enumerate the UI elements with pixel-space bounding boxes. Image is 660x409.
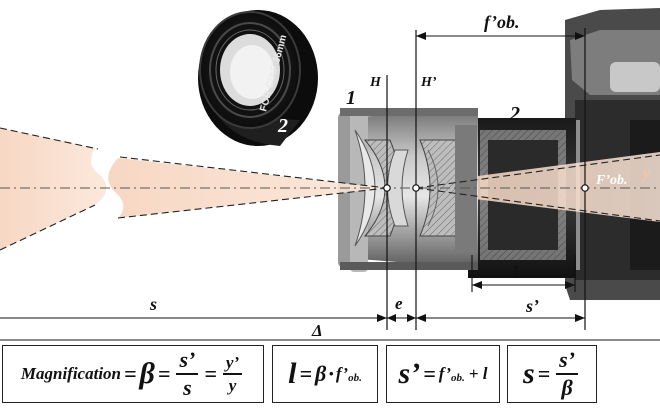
- fraction-denominator: β: [561, 375, 573, 400]
- plane-H-prime-label: H’: [420, 75, 437, 90]
- principal-point-H: [383, 184, 391, 192]
- ray-lines: [0, 127, 660, 251]
- fraction-denominator: s: [183, 375, 192, 400]
- object-distance-dimension: [0, 314, 387, 322]
- fraction-numerator: s’: [176, 349, 199, 375]
- eq-sign: =: [299, 361, 313, 386]
- optics-illustration: FOR C/AF 36mm 2 1 H H’ 2 F’ob. y f’ob. l…: [0, 8, 660, 341]
- plane-separation-label: e: [395, 294, 403, 313]
- beta-symbol: β: [139, 357, 155, 390]
- magnification-formula: Magnification = β = s’ s = y’ y: [2, 345, 264, 403]
- extension-ring-photo: FOR C/AF 36mm 2: [198, 10, 318, 146]
- eq-sign: =: [157, 361, 171, 386]
- ring-number-label: 2: [277, 115, 288, 137]
- eq-sign: =: [124, 361, 137, 386]
- image-height-label: y: [641, 165, 651, 182]
- plane-separation-dimension: [387, 314, 416, 322]
- lens-number-label: 1: [346, 87, 356, 109]
- magnification-word: Magnification: [20, 364, 121, 383]
- eq-sign: =: [423, 361, 436, 386]
- dot-operator: ·: [328, 361, 334, 386]
- principal-point-H-prime: [412, 184, 420, 192]
- fraction-denominator: y: [228, 376, 237, 395]
- image-distance-label: s’: [525, 296, 539, 316]
- image-distance-dimension: [416, 314, 585, 322]
- fraction-numerator: y’: [222, 354, 243, 375]
- focal-length-label: f’ob.: [484, 12, 519, 32]
- s-symbol: s: [522, 357, 535, 390]
- f-prime-symbol: f’: [438, 364, 452, 383]
- fraction-s-prime-over-beta: s’ β: [556, 349, 579, 400]
- object-distance-formula: s = s’ β: [507, 345, 597, 403]
- image-beam: [387, 152, 660, 222]
- focal-length-dimension: [416, 32, 585, 40]
- focal-point-label: F’ob.: [595, 173, 628, 188]
- fraction-y-prime-over-y: y’ y: [222, 354, 243, 395]
- beta-symbol: β: [315, 361, 327, 386]
- extension-length-label: l: [513, 262, 518, 282]
- total-distance-label: Δ: [311, 321, 323, 340]
- image-distance-formula: s’ = f’ ob. + l: [386, 345, 500, 403]
- focal-point-marker: [581, 184, 589, 192]
- f-subscript: ob.: [451, 372, 465, 384]
- plus-l-term: + l: [468, 364, 488, 383]
- l-symbol: l: [288, 357, 297, 390]
- plane-H-label: H: [369, 75, 382, 90]
- object-beam-left: [0, 128, 107, 250]
- fraction-s-prime-over-s: s’ s: [176, 349, 199, 400]
- fraction-numerator: s’: [556, 349, 579, 375]
- object-distance-label: s: [149, 294, 157, 314]
- s-prime-symbol: s’: [398, 357, 421, 390]
- extension-formula: l = β · f’ ob.: [272, 345, 378, 403]
- f-subscript: ob.: [348, 372, 362, 384]
- eq-sign: =: [204, 361, 217, 386]
- extension-length-dimension: [471, 255, 576, 292]
- f-prime-symbol: f’: [335, 364, 349, 383]
- tube-number-label: 2: [509, 103, 520, 125]
- eq-sign: =: [537, 361, 551, 386]
